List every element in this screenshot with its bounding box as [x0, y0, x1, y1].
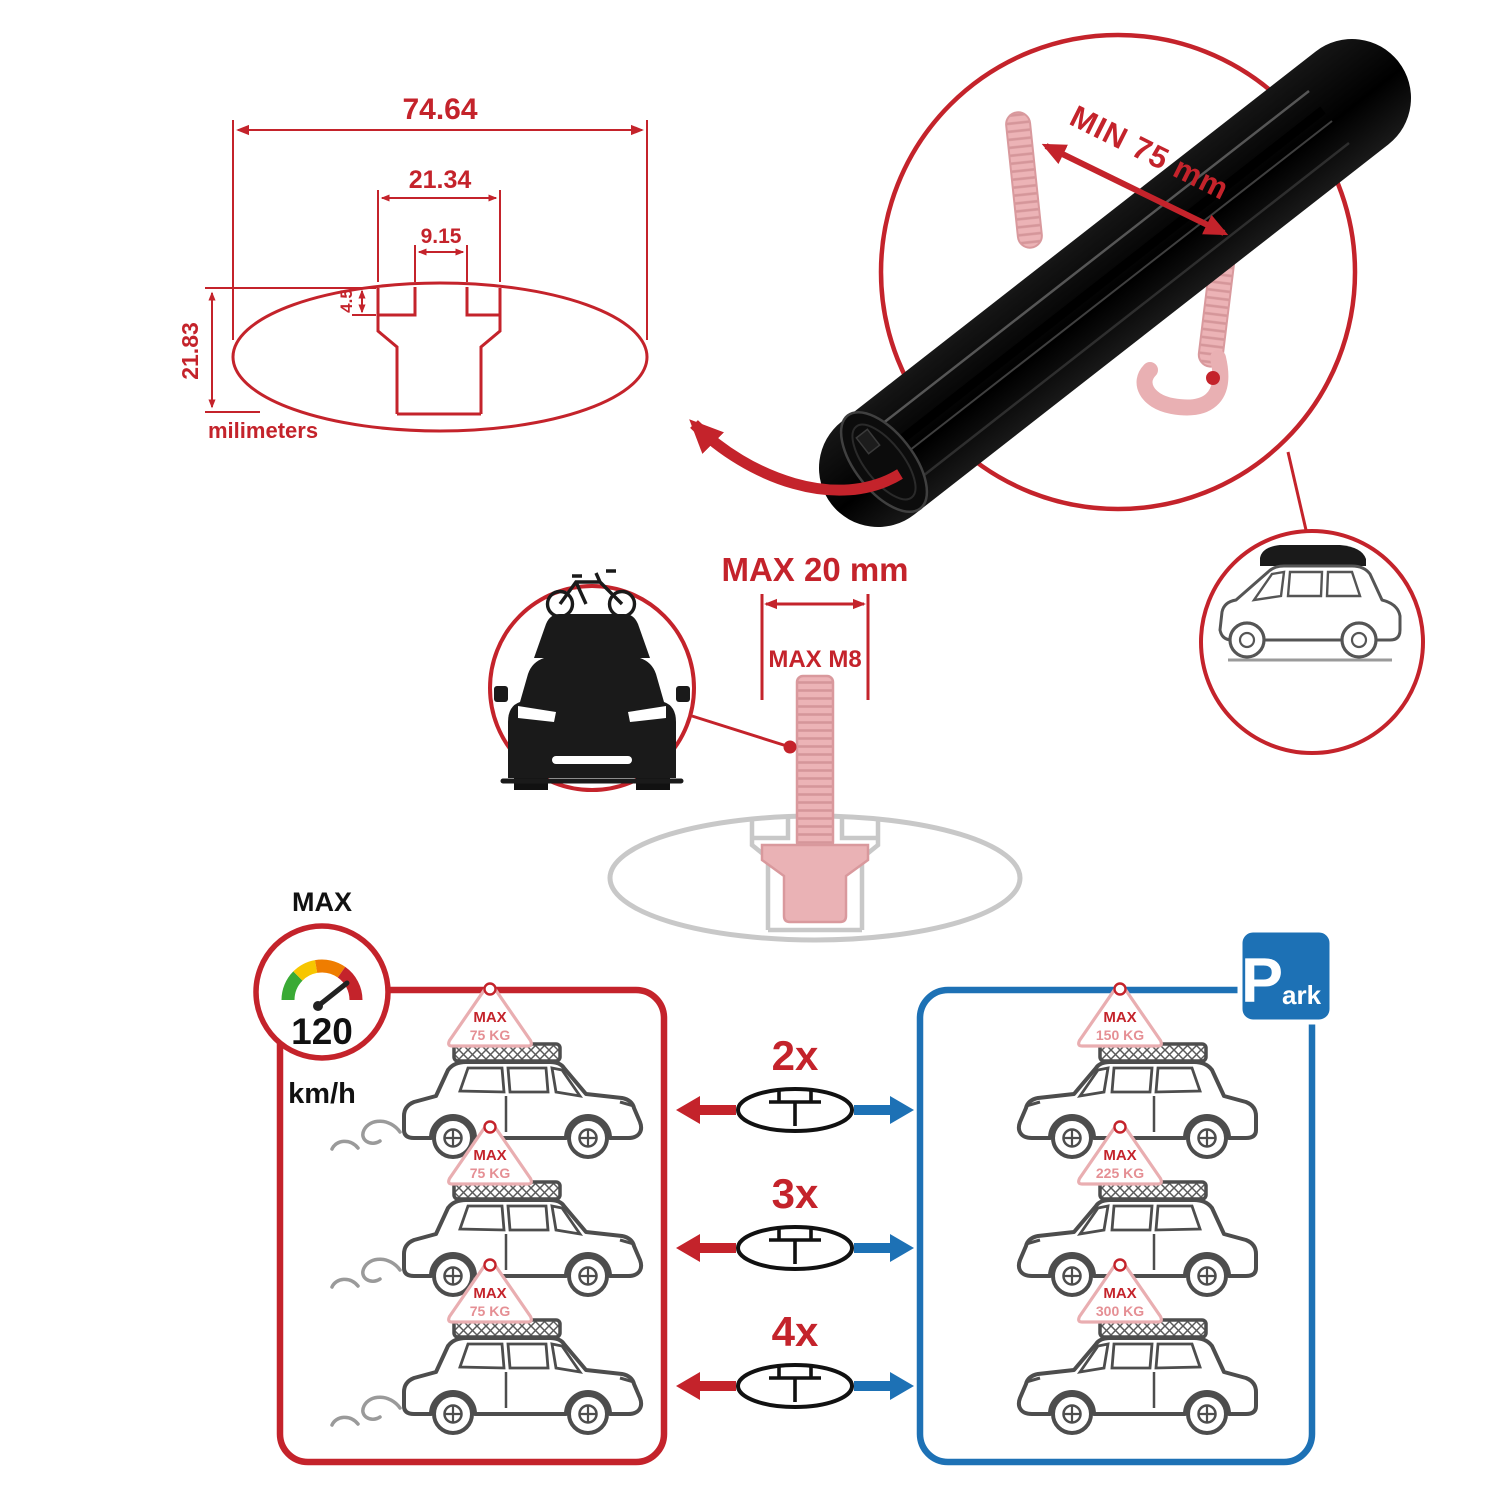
multiplier-label-3: 4x: [772, 1308, 819, 1355]
speed-limit-unit: km/h: [288, 1078, 356, 1110]
dim-total-width: 74.64: [402, 93, 477, 126]
t-bolt: [760, 674, 870, 924]
roof-box: [1260, 545, 1366, 566]
park-sign: P ark: [1237, 927, 1335, 1025]
bar-profile-icon-1: [736, 1087, 854, 1133]
t-slot-profile: [376, 287, 502, 416]
bolt-thread-label: MAX M8: [768, 646, 861, 673]
detail-circle-outline: [878, 32, 1358, 512]
leader-dot: [783, 740, 797, 754]
bolt-dimension-lines: [760, 594, 870, 700]
dim-lip-depth: 4.5: [337, 289, 356, 313]
parked-tag-value-2: 225 KG: [1096, 1165, 1144, 1181]
multiplier-label-2: 3x: [772, 1170, 819, 1217]
driving-tag-title-2: MAX: [473, 1147, 506, 1164]
speed-limit-title: MAX: [292, 887, 352, 917]
dimension-lines: [205, 120, 648, 413]
speed-limit-badge: MAX 120 km/h: [253, 887, 391, 1110]
pointer-arrow-to-drawing: [689, 419, 903, 496]
bar-profile-icon-3: [736, 1363, 854, 1409]
bar-count-column: 2x 3x 4x: [676, 1032, 914, 1409]
bolt-fitting-diagram: MAX 20 mm MAX M8: [488, 551, 1023, 943]
cross-section-drawing: 74.64 21.34 9.15 4.5 21.83 milimeters: [177, 93, 649, 443]
units-label: milimeters: [208, 418, 318, 443]
parked-tag-title-1: MAX: [1103, 1009, 1136, 1026]
driving-tag-value-1: 75 KG: [470, 1027, 511, 1043]
parked-tag-value-3: 300 KG: [1096, 1303, 1144, 1319]
fastener-dot: [1206, 371, 1220, 385]
connector-to-suv: [1286, 451, 1308, 531]
driving-tag-value-2: 75 KG: [470, 1165, 511, 1181]
dim-slot-inner: 9.15: [421, 225, 462, 248]
driving-tag-title-3: MAX: [473, 1285, 506, 1302]
speedometer-icon: [253, 923, 391, 1061]
profile-ellipse: [231, 281, 649, 433]
bolt-max-width-label: MAX 20 mm: [721, 551, 908, 588]
gauge-needle: [315, 980, 350, 1009]
crossbar-detail-circle: MIN 75 mm: [689, 32, 1411, 531]
gauge-arc: [281, 959, 363, 1001]
driving-tag-title-1: MAX: [473, 1009, 506, 1026]
parked-tag-title-2: MAX: [1103, 1147, 1136, 1164]
car-front-icon: [494, 614, 690, 790]
suv-roofbox-circle: [1199, 529, 1425, 755]
min-span-arrow: [1041, 143, 1229, 236]
park-sign-p: P: [1241, 946, 1283, 1016]
suv-illustration: [1218, 545, 1402, 662]
park-sign-ark: ark: [1282, 980, 1322, 1010]
driving-cars: MAX 75 KG MAX 75 KG MAX 75 KG: [330, 981, 644, 1435]
driving-tag-value-3: 75 KG: [470, 1303, 511, 1319]
parked-cars: MAX 150 KG MAX 225 KG MAX 300 KG: [1016, 981, 1258, 1435]
bar-profile-icon-2: [736, 1225, 854, 1271]
dim-total-height: 21.83: [177, 322, 203, 380]
leader-line: [691, 714, 791, 749]
parked-tag-title-3: MAX: [1103, 1285, 1136, 1302]
multiplier-label-1: 2x: [772, 1032, 819, 1079]
parked-tag-value-1: 150 KG: [1096, 1027, 1144, 1043]
car-bike-circle: [488, 569, 696, 792]
dim-slot-outer: 21.34: [409, 166, 472, 194]
speed-limit-value: 120: [291, 1011, 353, 1052]
bar-end-cap: [839, 410, 929, 514]
crossbar-render: [819, 39, 1411, 527]
